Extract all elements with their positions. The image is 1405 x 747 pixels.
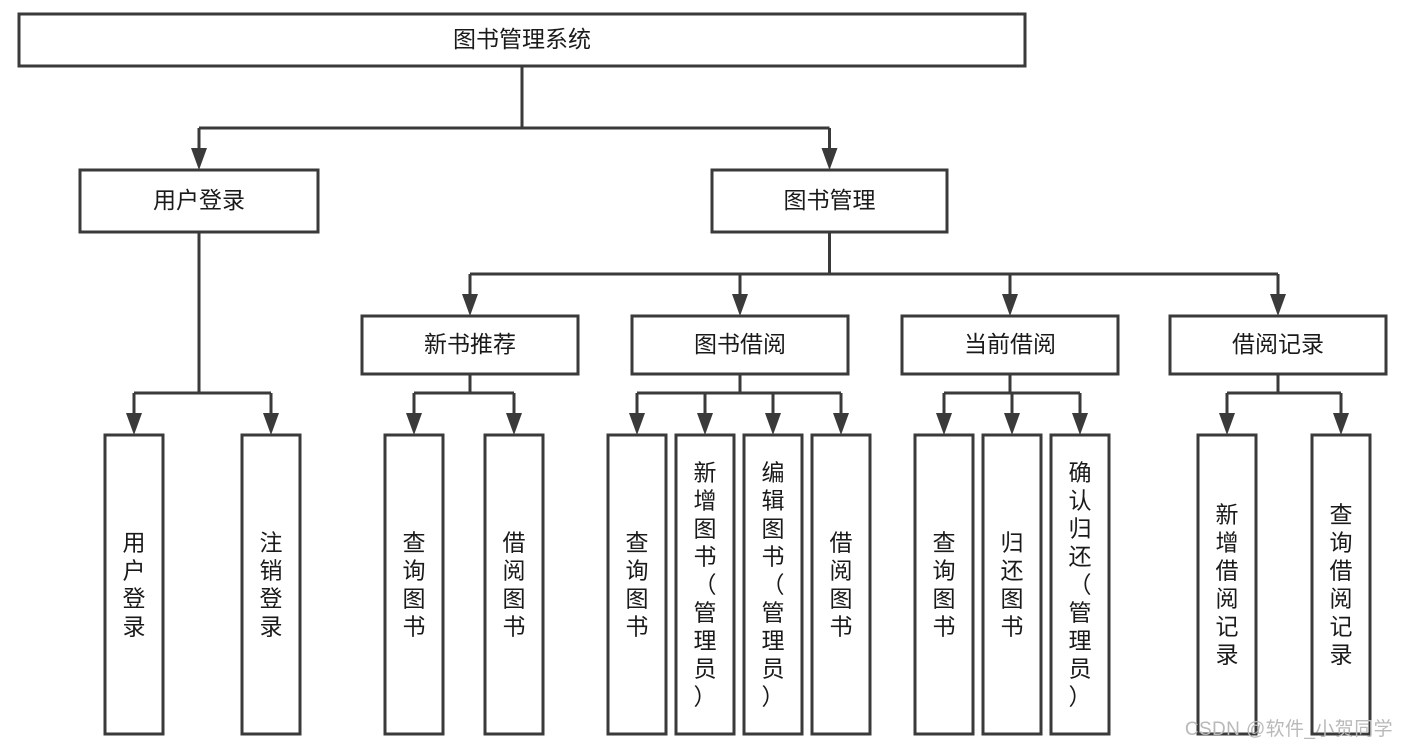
- node-label: 新书推荐: [424, 331, 516, 357]
- node-box[interactable]: [674, 433, 736, 736]
- node-box[interactable]: [383, 433, 445, 736]
- arrow-head-icon: [765, 413, 781, 435]
- node-label: 确认归还（管理员）: [1069, 460, 1092, 710]
- arrow-head-icon: [821, 148, 838, 170]
- arrow-head-icon: [936, 413, 952, 435]
- node-label: 当前借阅: [964, 331, 1056, 357]
- arrow-head-icon: [1072, 413, 1088, 435]
- node-leaf-return-book[interactable]: 归还图书: [981, 433, 1043, 736]
- arrow-head-icon: [191, 148, 207, 170]
- node-leaf-add-record[interactable]: 新增借阅记录: [1196, 433, 1258, 736]
- node-leaf-user-login[interactable]: 用户登录: [103, 433, 165, 736]
- node-label: 查询借阅记录: [1330, 502, 1353, 668]
- node-box[interactable]: [606, 433, 668, 736]
- node-leaf-confirm-return[interactable]: 确认归还（管理员）: [1049, 433, 1111, 736]
- node-leaf-borrow-book-rec[interactable]: 借阅图书: [483, 433, 545, 736]
- node-box[interactable]: [810, 433, 872, 736]
- node-leaf-query-book-bor[interactable]: 查询图书: [606, 433, 668, 736]
- node-label: 借阅图书: [830, 530, 853, 640]
- arrow-head-icon: [126, 413, 142, 435]
- node-book-manage[interactable]: 图书管理: [710, 168, 949, 234]
- arrow-head-icon: [732, 294, 748, 316]
- arrow-head-icon: [263, 413, 279, 435]
- arrow-head-icon: [1004, 413, 1020, 435]
- node-leaf-query-book-rec[interactable]: 查询图书: [383, 433, 445, 736]
- node-box[interactable]: [1196, 433, 1258, 736]
- node-label: 归还图书: [1001, 530, 1024, 640]
- node-box[interactable]: [630, 314, 850, 376]
- node-leaf-edit-book[interactable]: 编辑图书（管理员）: [742, 433, 804, 736]
- node-label: 查询图书: [933, 530, 956, 640]
- arrow-head-icon: [1333, 413, 1349, 435]
- node-box[interactable]: [360, 314, 580, 376]
- node-leaf-query-record[interactable]: 查询借阅记录: [1310, 433, 1372, 736]
- node-label: 图书借阅: [694, 331, 786, 357]
- node-current-borrow[interactable]: 当前借阅: [900, 314, 1120, 376]
- node-box[interactable]: [913, 433, 975, 736]
- node-leaf-borrow-book-bor[interactable]: 借阅图书: [810, 433, 872, 736]
- arrow-head-icon: [1002, 294, 1018, 316]
- node-box[interactable]: [17, 12, 1027, 68]
- node-box[interactable]: [483, 433, 545, 736]
- arrow-head-icon: [697, 413, 713, 435]
- node-new-book-recommend[interactable]: 新书推荐: [360, 314, 580, 376]
- node-label: 图书管理系统: [453, 26, 591, 52]
- node-label: 查询图书: [403, 530, 426, 640]
- node-user-login[interactable]: 用户登录: [78, 168, 320, 234]
- node-label: 新增借阅记录: [1216, 502, 1239, 668]
- node-box[interactable]: [981, 433, 1043, 736]
- arrow-head-icon: [833, 413, 849, 435]
- node-label: 注销登录: [260, 530, 283, 640]
- node-book-borrow[interactable]: 图书借阅: [630, 314, 850, 376]
- node-leaf-add-book[interactable]: 新增图书（管理员）: [674, 433, 736, 736]
- node-root[interactable]: 图书管理系统: [17, 12, 1027, 68]
- node-box[interactable]: [742, 433, 804, 736]
- node-leaf-query-book-cur[interactable]: 查询图书: [913, 433, 975, 736]
- node-leaf-logout[interactable]: 注销登录: [240, 433, 302, 736]
- node-label: 编辑图书（管理员）: [762, 460, 785, 710]
- node-label: 图书管理: [784, 187, 876, 213]
- node-label: 借阅记录: [1232, 331, 1324, 357]
- node-label: 用户登录: [123, 530, 146, 640]
- node-box[interactable]: [710, 168, 949, 234]
- node-box[interactable]: [240, 433, 302, 736]
- node-box[interactable]: [1168, 314, 1388, 376]
- arrow-head-icon: [462, 294, 478, 316]
- node-label: 借阅图书: [503, 530, 526, 640]
- node-label: 新增图书（管理员）: [694, 460, 717, 710]
- node-borrow-record[interactable]: 借阅记录: [1168, 314, 1388, 376]
- arrow-head-icon: [629, 413, 645, 435]
- node-box[interactable]: [78, 168, 320, 234]
- node-box[interactable]: [900, 314, 1120, 376]
- arrow-head-icon: [506, 413, 522, 435]
- node-box[interactable]: [103, 433, 165, 736]
- node-label: 用户登录: [153, 187, 245, 213]
- arrow-head-icon: [406, 413, 422, 435]
- arrow-head-icon: [1219, 413, 1235, 435]
- node-box[interactable]: [1049, 433, 1111, 736]
- node-box[interactable]: [1310, 433, 1372, 736]
- arrow-head-icon: [1270, 294, 1286, 316]
- node-label: 查询图书: [626, 530, 649, 640]
